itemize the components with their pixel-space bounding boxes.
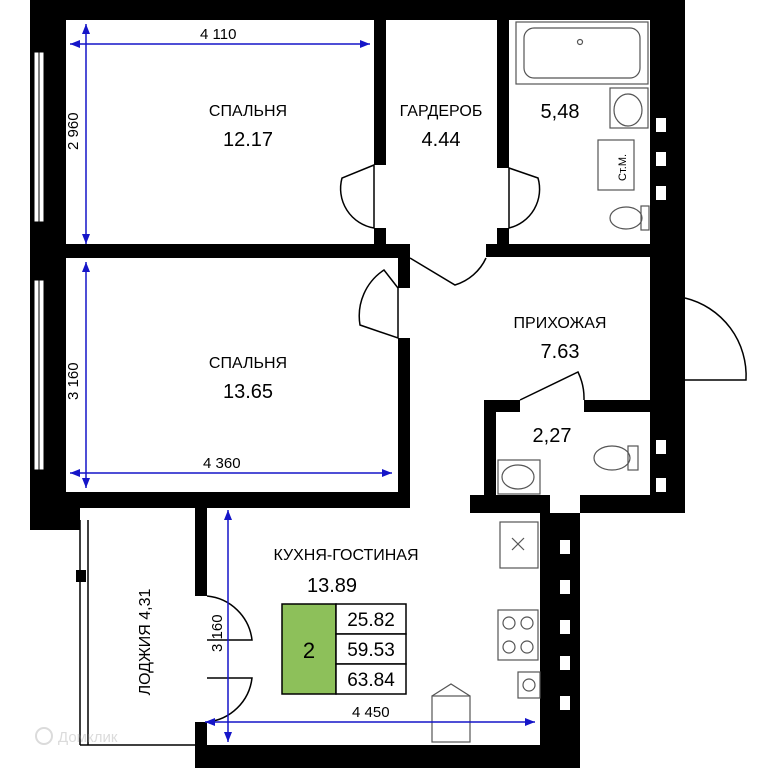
- loggia-frame: [79, 520, 195, 746]
- room-bathroom-area: 5,48: [541, 101, 580, 123]
- washer-label: Ст.М.: [617, 154, 629, 181]
- dim-bedroom2-height: 3 160: [65, 362, 82, 400]
- total-area: 59.53: [347, 640, 395, 661]
- watermark-logo-icon: [35, 727, 53, 745]
- watermark-text: Домклик: [58, 729, 118, 746]
- radiator-icon: [431, 683, 471, 743]
- dim-bedroom1-width: 4 110: [200, 26, 236, 43]
- rooms-count-badge: [281, 603, 337, 695]
- room-wardrobe-name: ГАРДЕРОБ: [400, 103, 483, 120]
- dim-kitchen-width: 4 450: [352, 704, 390, 721]
- loggia-post: [76, 570, 86, 582]
- watermark: Домклик: [35, 727, 118, 746]
- rooms-count: 2: [303, 638, 315, 663]
- dimension-lines: [70, 24, 535, 742]
- room-hallway-name: ПРИХОЖАЯ: [514, 315, 607, 332]
- living-area: 25.82: [347, 610, 395, 631]
- total-area-with-loggia: 63.84: [347, 670, 395, 691]
- area-summary: 2 25.82 59.53 63.84: [281, 603, 407, 695]
- toilet-icon: [609, 205, 650, 231]
- room-kitchen-area: 13.89: [307, 575, 357, 597]
- wc-sink-icon: [497, 459, 541, 495]
- washing-machine-icon: [597, 139, 635, 191]
- walls: [30, 0, 685, 768]
- dim-bedroom1-height: 2 960: [65, 112, 82, 150]
- kitchen-sink-icon: [499, 521, 539, 569]
- room-wc-area: 2,27: [533, 425, 572, 447]
- dim-kitchen-height: 3 160: [209, 614, 226, 652]
- room-bedroom-1-name: СПАЛЬНЯ: [209, 103, 287, 120]
- sink-icon: [609, 87, 649, 129]
- room-kitchen-name: КУХНЯ-ГОСТИНАЯ: [273, 547, 418, 564]
- room-loggia-name: ЛОДЖИЯ 4,31: [137, 588, 154, 695]
- stove-icon: [497, 609, 539, 661]
- dimension-arrows: [70, 24, 535, 742]
- doors: [206, 163, 747, 723]
- wc-toilet-icon: [593, 445, 639, 471]
- room-hallway-area: 7.63: [541, 341, 580, 363]
- bathtub-icon: [515, 21, 649, 85]
- room-wardrobe-area: 4.44: [422, 129, 461, 151]
- dim-bedroom2-width: 4 360: [203, 455, 241, 472]
- room-bedroom-2-name: СПАЛЬНЯ: [209, 355, 287, 372]
- windows-right: [560, 118, 666, 710]
- boiler-icon: [517, 671, 541, 699]
- windows-left: [33, 51, 45, 471]
- room-bedroom-2-area: 13.65: [223, 381, 273, 403]
- room-bedroom-1-area: 12.17: [223, 129, 273, 151]
